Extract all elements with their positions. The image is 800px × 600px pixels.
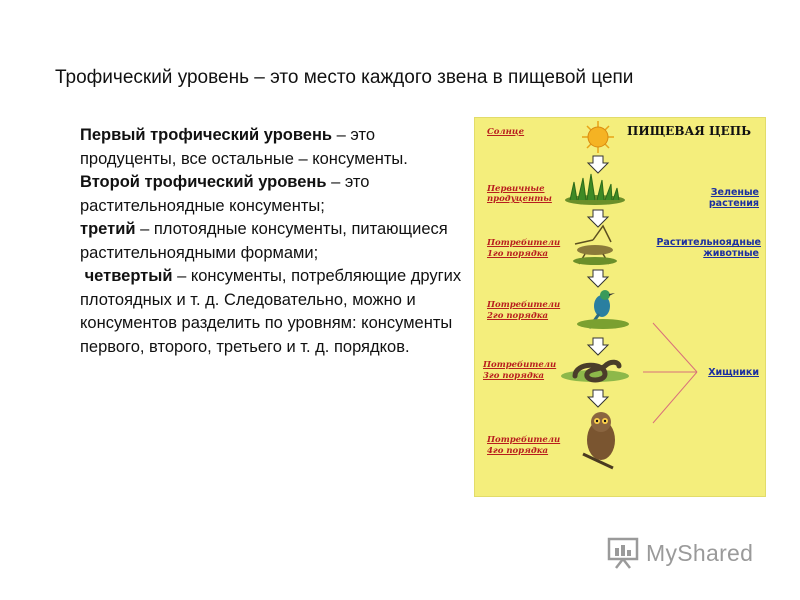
label-producers-line2: продуценты (487, 194, 552, 204)
label-producers-line1: Первичные (487, 184, 545, 194)
label-consumer1-line1: Потребители (487, 238, 561, 248)
grasshopper-icon (573, 224, 617, 265)
text-first-level: – это продуценты, все остальные – консум… (80, 126, 408, 168)
slide-title: Трофический уровень – это место каждого … (55, 67, 634, 88)
label-predators: Хищники (708, 367, 759, 378)
sun-icon (582, 121, 614, 153)
label-consumer3-line2: 3го порядка (483, 371, 545, 381)
text-second-level: – это растительноядные консументы; (80, 173, 370, 215)
label-consumer4-line2: 4го порядка (487, 446, 549, 456)
paragraph-first-level: Первый трофический уровень – это продуце… (80, 124, 470, 171)
food-chain-artwork (561, 121, 698, 470)
label-consumer2-line1: Потребители (487, 300, 561, 310)
arrow-down-icon (586, 269, 610, 288)
watermark: MyShared (606, 536, 766, 572)
arrow-down-icon (586, 209, 610, 228)
term-fourth-level: четвертый (80, 267, 173, 285)
label-consumer1-line2: 1го порядка (487, 249, 549, 259)
arrow-down-icon (586, 155, 610, 174)
food-chain-diagram: ПИЩЕВАЯ ЦЕПЬ Солнце Первичные продуценты… (474, 117, 766, 497)
slide-body-text: Первый трофический уровень – это продуце… (80, 124, 470, 359)
label-consumer3-line1: Потребители (483, 360, 557, 370)
paragraph-fourth-level: четвертый – консументы, потребляющие дру… (80, 265, 470, 359)
label-consumer2-line2: 2го порядка (487, 311, 549, 321)
paragraph-second-level: Второй трофический уровень – это растите… (80, 171, 470, 218)
label-herbivores-line1: Растительноядные (656, 237, 761, 248)
term-second-level: Второй трофический уровень (80, 173, 327, 191)
arrow-down-icon (586, 389, 610, 408)
snake-icon (561, 359, 629, 383)
term-third-level: третий (80, 220, 136, 238)
myshared-logo-icon (607, 537, 639, 569)
label-consumer4-line1: Потребители (487, 435, 561, 445)
text-third-level: – плотоядные консументы, питающиеся раст… (80, 220, 448, 262)
paragraph-third-level: третий – плотоядные консументы, питающие… (80, 218, 470, 265)
watermark-text: MyShared (646, 540, 754, 566)
arrow-down-icon (586, 337, 610, 356)
owl-icon (582, 412, 615, 470)
bird-icon (577, 290, 629, 329)
label-green-plants-line1: Зеленые (710, 187, 759, 198)
label-herbivores-line2: животные (703, 248, 759, 259)
arrow-down-icons (586, 155, 610, 408)
label-green-plants-line2: растения (708, 198, 759, 209)
term-first-level: Первый трофический уровень (80, 126, 333, 144)
text-fourth-level: – консументы, потребляющие других плотоя… (80, 267, 462, 356)
grass-icon (565, 173, 625, 205)
label-sun: Солнце (487, 127, 525, 137)
predator-bracket (643, 322, 698, 424)
food-chain-title: ПИЩЕВАЯ ЦЕПЬ (627, 124, 751, 138)
